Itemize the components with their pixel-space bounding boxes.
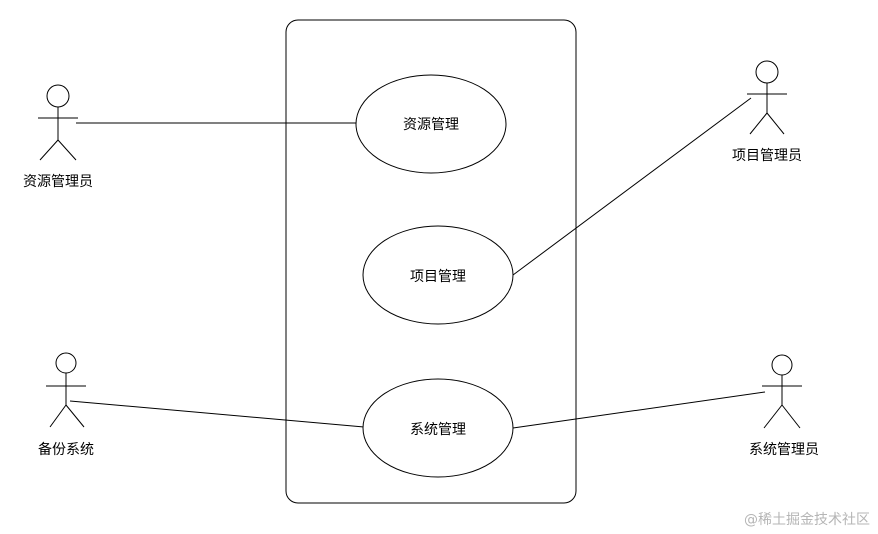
system-boundary	[285, 19, 577, 504]
stick-figure-icon	[747, 60, 787, 135]
actor-system-manager: 系统管理员	[749, 354, 819, 458]
use-case-project-management: 项目管理	[362, 225, 514, 325]
association-project-manager	[512, 97, 752, 276]
stick-figure-icon	[762, 354, 802, 429]
use-case-system-management: 系统管理	[362, 378, 514, 478]
association-backup-system	[69, 400, 365, 428]
actor-label: 项目管理员	[732, 148, 802, 164]
actor-label: 备份系统	[38, 441, 94, 458]
use-case-resource-management: 资源管理	[355, 74, 507, 174]
actor-label: 资源管理员	[23, 174, 93, 190]
stick-figure-icon	[46, 352, 86, 428]
use-case-label: 系统管理	[410, 422, 466, 438]
watermark: @稀土掘金技术社区	[744, 512, 870, 528]
use-case-label: 资源管理	[403, 117, 459, 133]
actor-project-manager: 项目管理员	[732, 60, 802, 164]
actor-label: 系统管理员	[749, 442, 819, 458]
use-case-label: 项目管理	[410, 269, 466, 285]
actor-resource-manager: 资源管理员	[23, 84, 93, 190]
stick-figure-icon	[38, 84, 78, 161]
association-system-manager	[512, 391, 766, 429]
actor-backup-system: 备份系统	[38, 352, 94, 458]
